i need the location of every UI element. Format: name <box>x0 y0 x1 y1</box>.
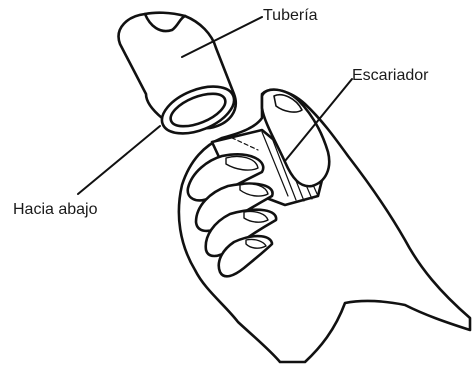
thumb-nail <box>273 94 303 113</box>
pipe-bottom-opening-inner <box>169 92 227 128</box>
finger-nail-middle <box>239 183 269 197</box>
reamer-blade-1 <box>261 131 289 197</box>
leader-line-hacia-abajo <box>77 125 161 195</box>
reamer-hidden-edge <box>211 135 259 151</box>
leader-line-tuberia <box>181 16 263 58</box>
label-escariador: Escariador <box>352 67 429 84</box>
thumb <box>260 88 331 188</box>
finger-nail-little <box>245 238 267 249</box>
leader-line-escariador <box>284 78 353 162</box>
finger-nail-ring <box>243 210 269 223</box>
label-hacia-abajo: Hacia abajo <box>13 201 98 218</box>
finger-nail-index <box>225 155 259 171</box>
pipe-back-notch <box>143 12 187 33</box>
label-tuberia: Tubería <box>263 7 318 24</box>
pipe <box>117 11 237 135</box>
reamer-blade-2 <box>271 137 297 201</box>
